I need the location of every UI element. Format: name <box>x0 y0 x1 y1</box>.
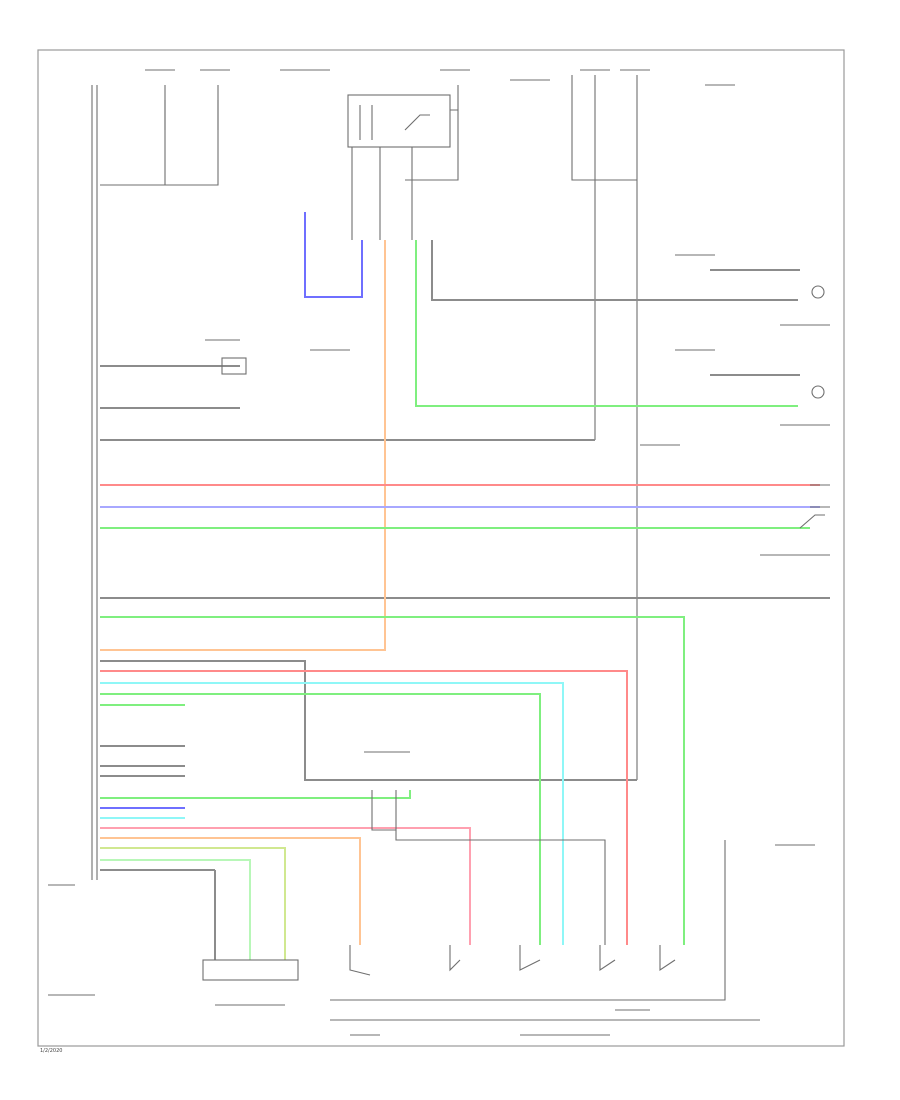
switch-assembly <box>202 945 760 1021</box>
diagram-border <box>37 49 845 1047</box>
footer-date: 1/2/2020 <box>40 1048 62 1054</box>
top-right-fuse-feeds <box>571 75 638 780</box>
right-connectors <box>799 285 830 529</box>
orange-wire-lower <box>100 837 361 945</box>
light-green-wire <box>100 859 251 960</box>
yellow-green-wire <box>100 847 286 960</box>
blue-wire-top <box>304 212 363 298</box>
gray-wires <box>100 240 830 781</box>
red-wire-right <box>100 670 628 945</box>
ecm-connector-bus <box>91 85 98 880</box>
colored-wires <box>100 212 820 960</box>
green-wire-top <box>415 240 798 407</box>
cyan-wire <box>100 682 564 945</box>
relay-box <box>347 85 459 240</box>
green-wire-right <box>100 616 685 945</box>
annotation-marks <box>48 69 830 1036</box>
orange-wire <box>100 240 386 651</box>
green-wire-mid <box>100 693 541 945</box>
green-wire-lower <box>100 790 411 799</box>
pink-wire <box>100 827 471 945</box>
mid-components <box>221 357 726 1001</box>
top-left-fuse-feeds <box>100 85 219 186</box>
